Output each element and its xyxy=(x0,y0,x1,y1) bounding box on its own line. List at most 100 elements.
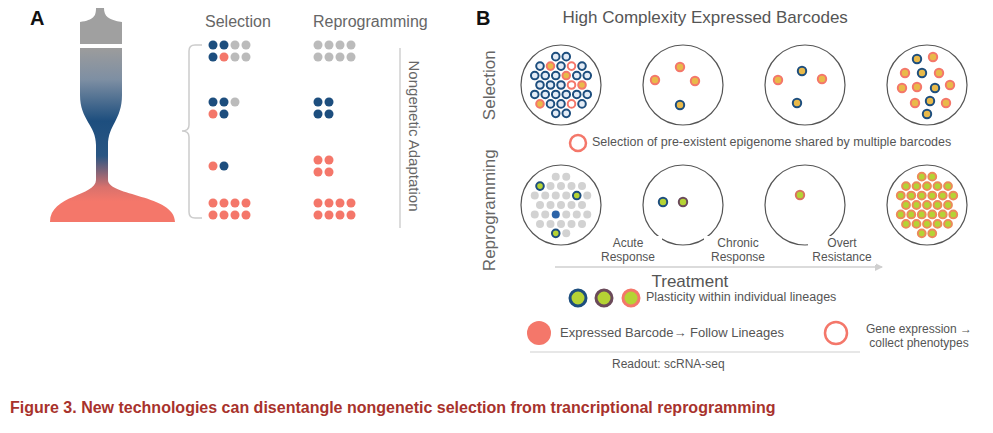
cell-dot xyxy=(220,211,229,220)
cell-dot xyxy=(314,199,323,208)
barcode-dot xyxy=(918,211,926,219)
barcode-dot xyxy=(557,201,565,209)
cell-dot xyxy=(242,211,251,220)
cell-dot xyxy=(314,211,323,220)
barcode-dot xyxy=(552,53,560,61)
barcode-dot xyxy=(578,62,586,70)
cell-dot xyxy=(325,199,334,208)
vase-cap xyxy=(80,8,122,44)
cell-dot xyxy=(347,211,356,220)
barcode-dot xyxy=(913,220,921,228)
cell-dot xyxy=(347,199,356,208)
barcode-dot xyxy=(552,173,560,181)
barcode-dot xyxy=(928,173,936,181)
barcode-dot xyxy=(568,182,576,190)
cell-dot xyxy=(220,110,229,119)
barcode-dot xyxy=(547,220,555,228)
barcode-dot xyxy=(793,99,801,107)
cell-dot xyxy=(220,53,229,62)
cell-dot xyxy=(325,110,334,119)
barcode-dot xyxy=(541,72,549,80)
barcode-dot xyxy=(651,76,659,84)
column-header: Selection xyxy=(205,12,271,31)
barcode-dot xyxy=(944,201,952,209)
panel-letter: B xyxy=(476,6,490,30)
barcode-dot xyxy=(902,220,910,228)
barcode-dot xyxy=(568,81,576,89)
cell-dot xyxy=(242,199,251,208)
cell-dot xyxy=(347,41,356,50)
barcode-dot xyxy=(531,192,539,200)
barcode-dot xyxy=(557,220,565,228)
cell-dot xyxy=(314,53,323,62)
barcode-dot xyxy=(928,211,936,219)
cell-dot xyxy=(220,162,229,171)
barcode-dot xyxy=(541,210,549,218)
figure-caption: Figure 3. New technologies can disentang… xyxy=(10,398,775,417)
barcode-dot xyxy=(547,81,555,89)
cell-dot xyxy=(325,98,334,107)
legend-text: Plasticity within individual lineages xyxy=(646,290,836,305)
barcode-dot xyxy=(913,83,921,91)
barcode-dot xyxy=(531,210,539,218)
cell-dot xyxy=(242,53,251,62)
cell-dot xyxy=(231,98,240,107)
barcode-dot xyxy=(547,182,555,190)
legend-text: Gene expression → collect phenotypes xyxy=(855,322,983,351)
barcode-dot xyxy=(552,110,560,118)
barcode-dot xyxy=(562,210,570,218)
dish xyxy=(521,165,601,245)
barcode-dot xyxy=(923,220,931,228)
cell-dot xyxy=(325,53,334,62)
legend-ring xyxy=(596,290,612,306)
barcode-dot xyxy=(536,201,544,209)
axis-label: Nongenetic Adaptation xyxy=(405,61,423,212)
barcode-dot xyxy=(929,53,937,61)
cell-dot xyxy=(231,199,240,208)
dish xyxy=(643,45,723,125)
cell-dot xyxy=(231,53,240,62)
legend-ring xyxy=(623,290,639,306)
barcode-dot xyxy=(949,192,957,200)
cell-dot xyxy=(209,110,218,119)
stage-label: Chronic Response xyxy=(704,236,772,265)
barcode-dot xyxy=(918,229,926,237)
barcode-dot xyxy=(531,91,539,99)
dish xyxy=(887,165,967,245)
cell-dot xyxy=(209,199,218,208)
dish xyxy=(765,165,845,245)
readout-label: Readout: scRNA-seq xyxy=(612,357,725,371)
cell-dot xyxy=(209,41,218,50)
cell-dot xyxy=(336,211,345,220)
barcode-dot xyxy=(552,230,560,238)
cell-dot xyxy=(220,98,229,107)
barcode-dot xyxy=(934,220,942,228)
barcode-dot xyxy=(939,211,947,219)
barcode-dot xyxy=(944,182,952,190)
barcode-dot xyxy=(562,72,570,80)
row-label: Selection xyxy=(480,50,500,120)
barcode-dot xyxy=(901,69,909,77)
legend-ring xyxy=(570,135,586,151)
barcode-dot xyxy=(547,62,555,70)
cell-dot xyxy=(325,41,334,50)
barcode-dot xyxy=(562,192,570,200)
cell-dot xyxy=(336,41,345,50)
barcode-dot xyxy=(897,211,905,219)
cell-dot xyxy=(314,156,323,165)
barcode-dot xyxy=(676,63,684,71)
cell-dot xyxy=(325,168,334,177)
barcode-dot xyxy=(907,211,915,219)
readout-line xyxy=(530,351,860,352)
barcode-dot xyxy=(942,99,950,107)
barcode-dot xyxy=(536,81,544,89)
stage-label: Acute Response xyxy=(594,236,662,265)
legend-ring xyxy=(825,322,847,344)
dish xyxy=(765,45,845,125)
barcode-dot xyxy=(531,72,539,80)
barcode-dot xyxy=(578,182,586,190)
barcode-dot xyxy=(923,201,931,209)
barcode-dot xyxy=(798,67,806,75)
cell-dot xyxy=(314,41,323,50)
